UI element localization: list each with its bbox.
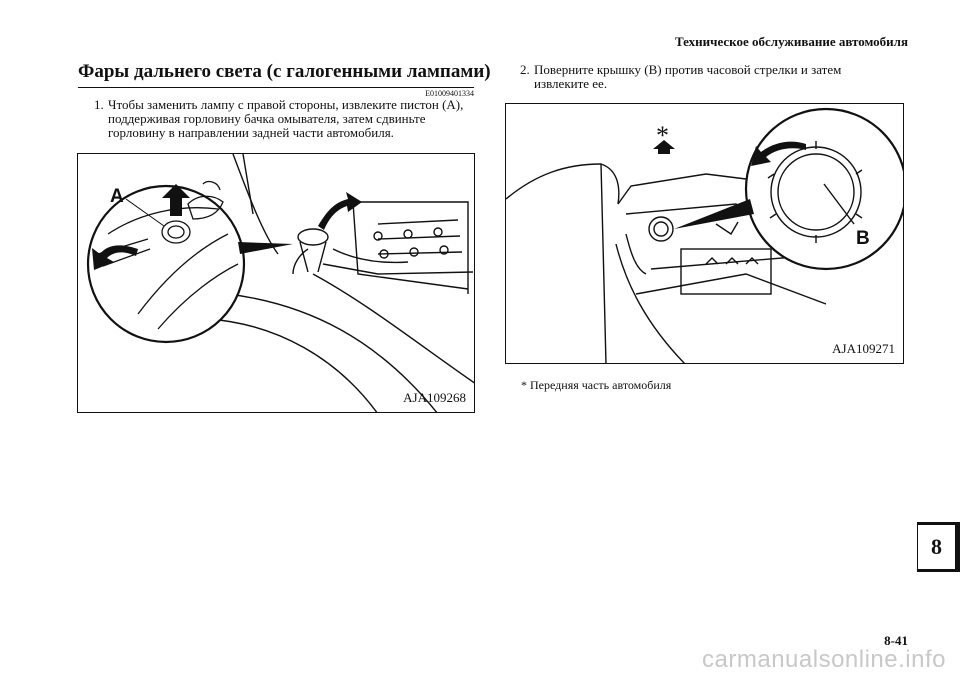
page-number: 8-41	[884, 633, 908, 648]
figure-code: AJA109268	[403, 390, 466, 405]
front-arrow-icon	[653, 140, 675, 154]
step-text: Чтобы заменить лампу с правой стороны, и…	[108, 97, 464, 140]
figure-1: A AJA109268	[77, 153, 475, 413]
step-2: 2. Поверните крышку (В) против часовой с…	[520, 63, 880, 91]
step-number: 1.	[94, 97, 104, 112]
chapter-tab: 8	[917, 522, 960, 572]
figure-2: B * AJA109271	[505, 103, 904, 364]
section-title: Фары дальнего света (с галогенными лампа…	[78, 61, 491, 82]
step-number: 2.	[520, 62, 530, 77]
title-rule	[78, 87, 474, 88]
section-code: E01009401334	[425, 89, 474, 98]
footnote: * Передняя часть автомобиля	[521, 378, 672, 392]
figure-code: AJA109271	[832, 341, 895, 356]
step-text: Поверните крышку (В) против часовой стре…	[534, 62, 842, 91]
callout-label-b: B	[856, 228, 870, 249]
step-1: 1. Чтобы заменить лампу с правой стороны…	[94, 98, 484, 140]
running-header: Техническое обслуживание автомобиля	[674, 34, 908, 49]
callout-label-a: A	[110, 186, 124, 207]
chapter-number: 8	[917, 524, 956, 570]
figure-2-illustration: B *	[506, 107, 903, 363]
figure-1-illustration: A	[86, 154, 474, 412]
watermark: carmanualsonline.info	[702, 646, 946, 673]
